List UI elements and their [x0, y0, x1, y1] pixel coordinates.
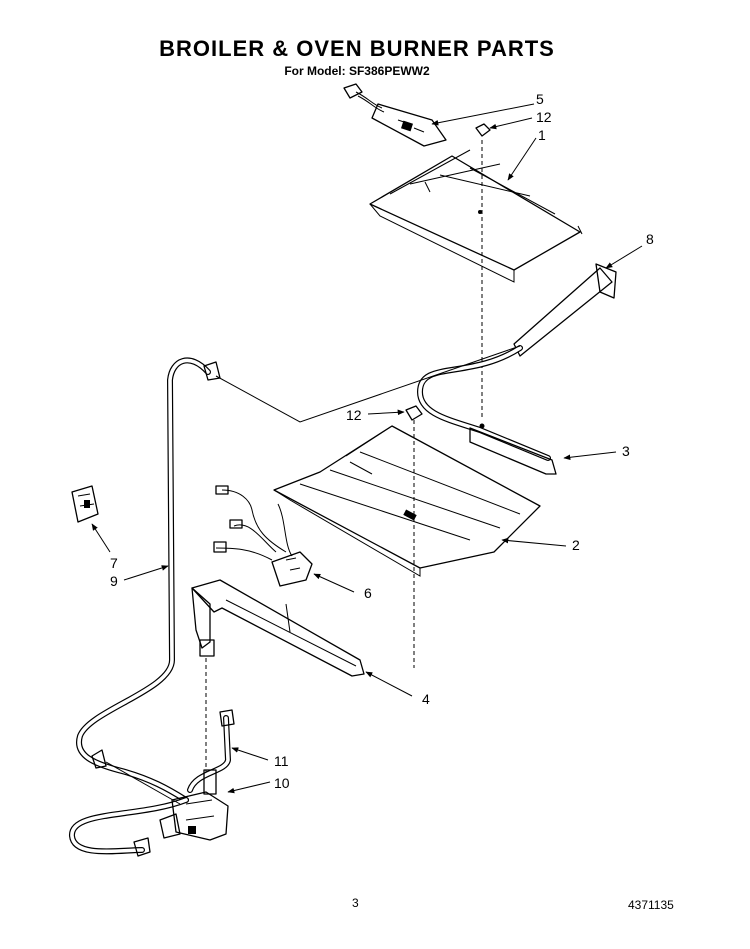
valve-connection-line [105, 761, 181, 805]
callout-9: 9 [110, 573, 118, 589]
callout-12-lower: 12 [346, 407, 362, 423]
leader-lines [91, 103, 643, 794]
connector-block-part [271, 551, 313, 587]
callout-2: 2 [572, 537, 580, 553]
callout-6: 6 [364, 585, 372, 601]
document-number: 4371135 [628, 898, 674, 912]
callout-7: 7 [110, 555, 118, 571]
broiler-bracket-part [469, 423, 557, 475]
page-number: 3 [352, 896, 359, 910]
callout-3: 3 [622, 443, 630, 459]
broiler-burner-part [417, 263, 617, 461]
igniter-part [343, 83, 447, 147]
valve-tube-part [187, 709, 235, 793]
wiring-harness [213, 485, 293, 561]
callout-4: 4 [422, 691, 430, 707]
broiler-shield-part [369, 149, 583, 283]
callout-11: 11 [274, 753, 289, 769]
oven-baffle-part [273, 425, 541, 577]
callout-5: 5 [536, 91, 544, 107]
valve-part [159, 769, 229, 841]
callout-8: 8 [646, 231, 654, 247]
oven-burner-part [191, 579, 365, 677]
callout-10: 10 [274, 775, 290, 791]
connection-line [215, 345, 521, 423]
nut-part-top [475, 123, 491, 137]
nut-part-lower [405, 405, 423, 421]
callout-1: 1 [538, 127, 546, 143]
switch-part [71, 485, 99, 523]
diagram-title: BROILER & OVEN BURNER PARTS [159, 36, 555, 61]
model-subtitle: For Model: SF386PEWW2 [284, 64, 430, 78]
callout-12-top: 12 [536, 109, 552, 125]
